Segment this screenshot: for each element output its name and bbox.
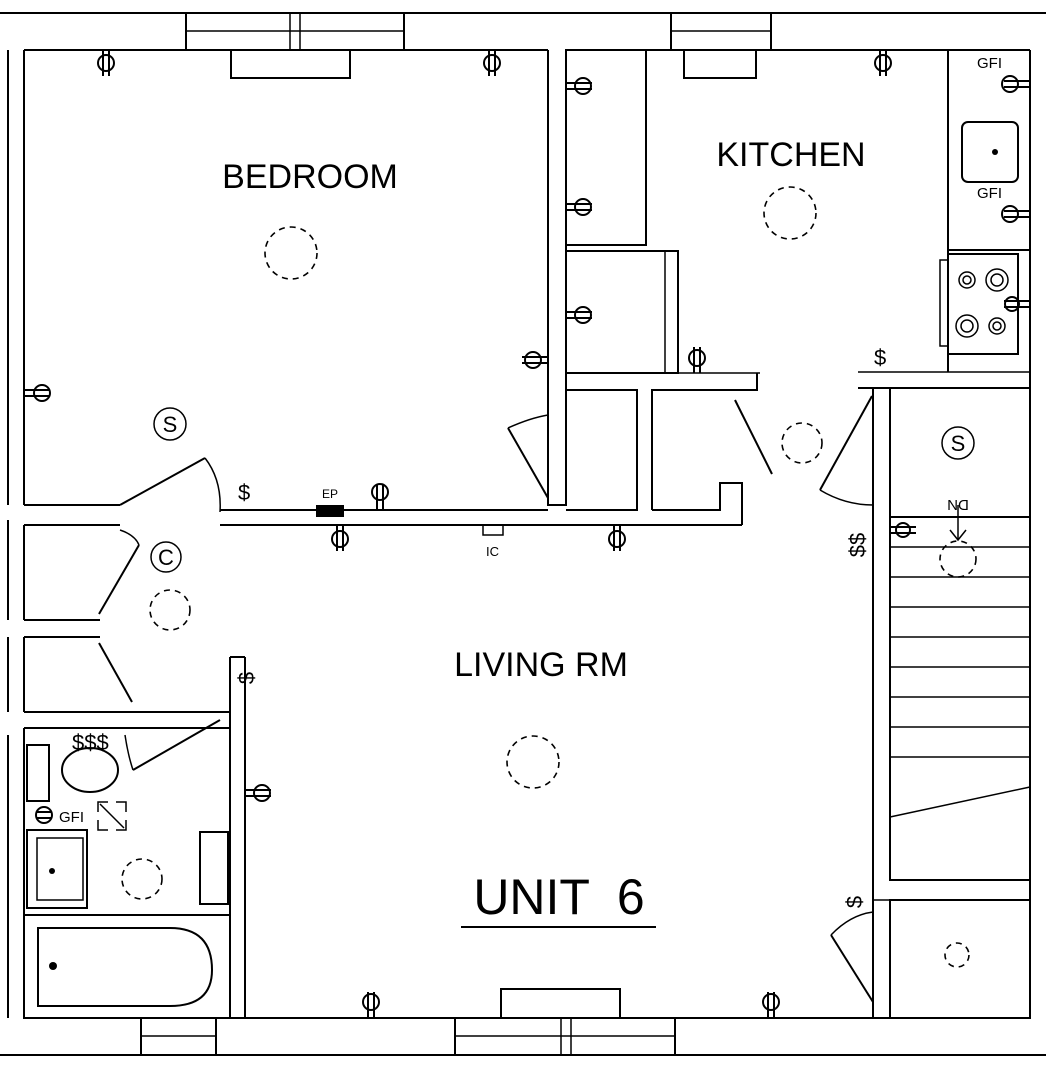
windows (140, 12, 772, 1056)
smoke-detector-label: S (163, 412, 178, 437)
electric-panel-label: EP (322, 487, 338, 501)
hall-closets (220, 373, 758, 526)
duplex-outlet-icon (245, 784, 271, 802)
duplex-outlet-icon (1001, 75, 1030, 93)
room-label-kitchen: KITCHEN (716, 136, 865, 174)
ceiling-light-icon (944, 942, 970, 968)
bathroom (23, 727, 231, 1019)
ceiling-light-icon (506, 735, 560, 789)
duplex-outlet-icon (483, 50, 501, 76)
duplex-outlet-icon (566, 306, 592, 324)
door-swings (98, 395, 874, 1003)
stair-down-label: DN (947, 496, 969, 513)
duplex-outlet-icon (97, 50, 115, 76)
duplex-outlet-icon (1001, 205, 1030, 223)
ceiling-lights (121, 186, 977, 968)
duplex-outlet-icon (331, 525, 349, 551)
gfi-label: GFI (59, 809, 84, 826)
switch-symbol: $ (874, 345, 886, 370)
ceiling-light-icon (781, 422, 823, 464)
ceiling-light-icon (939, 540, 977, 578)
carbon-detector-label: C (158, 545, 174, 570)
electric-panel (316, 505, 344, 517)
duplex-outlet-icon (608, 525, 626, 551)
left-closets (23, 524, 246, 1018)
duplex-outlet-icon (874, 50, 892, 76)
detectors: S S C (150, 407, 975, 573)
duplex-outlet-icon (566, 77, 592, 95)
switch-symbol-triple: $$$ (72, 730, 109, 755)
switch-symbol-double: $$ (845, 533, 870, 557)
switch-symbol: $ (842, 896, 867, 908)
smoke-detector-label: S (951, 431, 966, 456)
ceiling-light-icon (121, 858, 163, 900)
duplex-outlet-icon (522, 351, 548, 369)
duplex-outlet-icon (566, 198, 592, 216)
intercom-label: IC (486, 544, 499, 559)
switch-symbol: $ (234, 672, 259, 684)
outlets (24, 50, 1030, 1018)
duplex-outlet-icon (362, 992, 380, 1018)
switch-symbol: $ (238, 480, 250, 505)
bedroom (23, 50, 567, 511)
exhaust-fan-icon (97, 801, 127, 831)
ceiling-light-icon (149, 589, 191, 631)
stairs (872, 387, 1031, 1019)
duplex-outlet-icon (688, 347, 706, 373)
duplex-outlet-icon (1004, 296, 1030, 312)
duplex-outlet-icon (762, 992, 780, 1018)
gfi-label: GFI (977, 55, 1002, 72)
unit-label: UNIT 6 (473, 869, 644, 925)
duplex-outlet-icon (371, 483, 389, 510)
stair-arrow-head (949, 529, 967, 542)
stove-burners (955, 149, 1009, 338)
duplex-outlet-icon (35, 806, 53, 824)
duplex-outlet-icon (890, 522, 916, 538)
ceiling-light-icon (264, 226, 318, 280)
kitchen (565, 49, 1030, 389)
room-label-living: LIVING RM (454, 646, 628, 684)
intercom (482, 524, 504, 536)
gfi-label: GFI (977, 185, 1002, 202)
duplex-outlet-icon (24, 384, 51, 402)
ceiling-light-icon (763, 186, 817, 240)
room-label-bedroom: BEDROOM (222, 158, 398, 196)
